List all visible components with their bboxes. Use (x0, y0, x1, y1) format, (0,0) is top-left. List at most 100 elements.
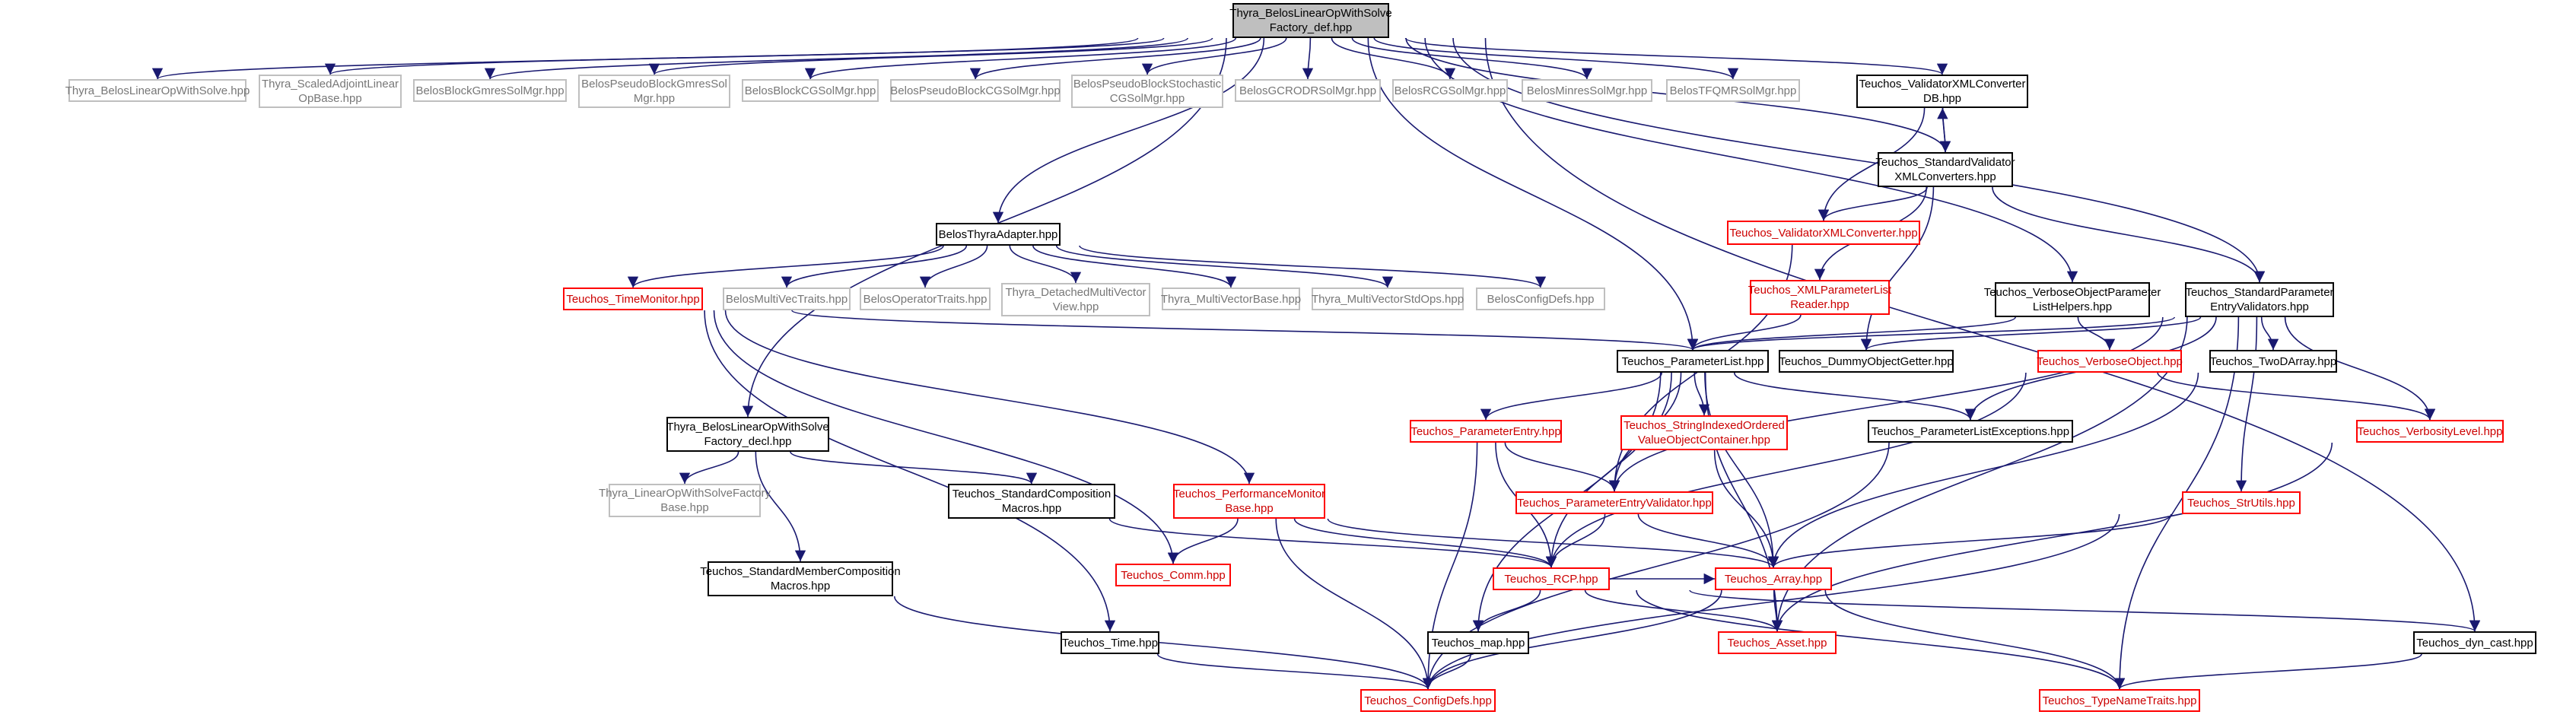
dependency-edge (1860, 186, 1935, 351)
graph-node[interactable]: Teuchos_TimeMonitor.hpp (563, 288, 703, 310)
graph-node[interactable]: BelosGCRODRSolMgr.hpp (1235, 79, 1381, 102)
graph-node[interactable]: Teuchos_PerformanceMonitor Base.hpp (1173, 484, 1325, 519)
graph-node[interactable]: Thyra_LinearOpWithSolveFactory Base.hpp (599, 484, 771, 517)
dependency-edge (1056, 245, 1393, 288)
graph-node[interactable]: BelosOperatorTraits.hpp (860, 288, 991, 310)
dependency-edge (1484, 37, 2481, 632)
dependency-edge (1327, 518, 1779, 568)
dependency-edge (1293, 518, 1557, 568)
dependency-edge (1713, 450, 1779, 568)
graph-node[interactable]: BelosMinresSolMgr.hpp (1522, 79, 1652, 102)
dependency-edge (325, 37, 1165, 75)
dependency-edge (2114, 653, 2422, 690)
dependency-edge (704, 310, 1116, 632)
dependency-edge (1141, 37, 1287, 75)
graph-node[interactable]: Teuchos_ValidatorXMLConverter.hpp (1727, 221, 1920, 245)
dependency-edge (970, 37, 1261, 80)
graph-node[interactable]: Teuchos_StandardValidator XMLConverters.… (1875, 152, 2015, 187)
graph-node[interactable]: BelosPseudoBlockCGSolMgr.hpp (890, 79, 1061, 102)
graph-node[interactable]: Teuchos_ParameterListExceptions.hpp (1868, 420, 2073, 443)
graph-node[interactable]: BelosTFQMRSolMgr.hpp (1666, 79, 1800, 102)
dependency-edge (724, 310, 1255, 484)
graph-node[interactable]: Teuchos_RCP.hpp (1493, 567, 1610, 590)
dependency-edge (1302, 37, 1314, 80)
graph-node[interactable]: Teuchos_VerboseObjectParameter ListHelpe… (1984, 282, 2161, 317)
dependency-edge (1545, 513, 1606, 568)
graph-node[interactable]: Thyra_MultiVectorStdOps.hpp (1312, 288, 1464, 310)
dependency-edge (679, 451, 739, 484)
dependency-edge (1156, 653, 1433, 690)
dependency-edge (2157, 372, 2436, 421)
graph-node[interactable]: BelosPseudoBlockStochastic CGSolMgr.hpp (1071, 75, 1223, 108)
dependency-edge (1422, 513, 2120, 690)
graph-node[interactable]: Thyra_BelosLinearOpWithSolve Factory_def… (1229, 3, 1392, 38)
dependency-edge (1367, 37, 1699, 351)
dependency-edge (992, 37, 1265, 224)
graph-node[interactable]: Teuchos_VerboseObject.hpp (2037, 350, 2183, 373)
dependency-edge (1373, 37, 1738, 80)
graph-node[interactable]: Teuchos_ParameterList.hpp (1617, 350, 1769, 373)
dependency-edge (755, 451, 806, 562)
dependency-edge (2113, 316, 2240, 690)
graph-node[interactable]: Thyra_BelosLinearOpWithSolve.hpp (65, 79, 250, 102)
graph-node[interactable]: Teuchos_Array.hpp (1715, 567, 1832, 590)
dependency-edge (649, 37, 1213, 75)
dependency-edge (781, 245, 968, 288)
graph-node[interactable]: Teuchos_StandardParameter EntryValidator… (2185, 282, 2334, 317)
dependency-edge (791, 310, 1698, 351)
graph-node[interactable]: Teuchos_ParameterEntry.hpp (1410, 420, 1562, 443)
graph-node[interactable]: Thyra_MultiVectorBase.hpp (1161, 288, 1301, 310)
graph-node[interactable]: Teuchos_StrUtils.hpp (2182, 491, 2301, 514)
graph-node[interactable]: Thyra_DetachedMultiVector View.hpp (1001, 283, 1150, 316)
dependency-edge (1689, 589, 2480, 632)
dependency-edge (1687, 316, 2176, 351)
dependency-edge (1767, 372, 2199, 568)
dependency-edge (805, 37, 1237, 80)
dependency-edge (1693, 372, 1710, 416)
dependency-edge (1768, 513, 2172, 568)
graph-node[interactable]: Teuchos_TypeNameTraits.hpp (2039, 689, 2200, 712)
graph-node[interactable]: Teuchos_Comm.hpp (1115, 564, 1231, 586)
graph-node[interactable]: Teuchos_StringIndexedOrdered ValueObject… (1620, 415, 1788, 450)
graph-node[interactable]: Teuchos_ConfigDefs.hpp (1360, 689, 1496, 712)
dependency-edge (1545, 372, 2027, 568)
dependency-edge (1771, 589, 1783, 632)
dependency-edge (1404, 37, 1948, 75)
graph-node[interactable]: Teuchos_VerbosityLevel.hpp (2356, 420, 2504, 443)
graph-node[interactable]: Teuchos_DummyObjectGetter.hpp (1779, 350, 1954, 373)
dependency-edge (1937, 107, 1948, 153)
dependency-edge (1733, 372, 1977, 421)
dependency-edge (1480, 372, 1662, 421)
graph-node[interactable]: Teuchos_Asset.hpp (1718, 631, 1837, 654)
graph-node[interactable]: BelosConfigDefs.hpp (1476, 288, 1605, 310)
graph-node[interactable]: Teuchos_ParameterEntryValidator.hpp (1515, 491, 1713, 514)
graph-node[interactable]: Teuchos_ValidatorXMLConverter DB.hpp (1856, 75, 2028, 108)
graph-node[interactable]: Teuchos_map.hpp (1427, 631, 1529, 654)
dependency-edge (1032, 245, 1237, 288)
graph-node[interactable]: Teuchos_StandardMemberComposition Macros… (700, 561, 901, 596)
dependency-edge (919, 245, 988, 288)
graph-node[interactable]: BelosMultiVecTraits.hpp (723, 288, 851, 310)
dependency-edge (1818, 186, 1928, 221)
graph-node[interactable]: BelosThyraAdapter.hpp (936, 223, 1061, 246)
graph-node[interactable]: Teuchos_XMLParameterList Reader.hpp (1748, 280, 1891, 315)
graph-node[interactable]: Teuchos_TwoDArray.hpp (2209, 350, 2337, 373)
graph-node[interactable]: Thyra_ScaledAdjointLinear OpBase.hpp (259, 75, 402, 108)
dependency-edge (628, 245, 944, 288)
dependency-edge (1636, 589, 2126, 690)
graph-node[interactable]: BelosPseudoBlockGmresSol Mgr.hpp (578, 75, 730, 108)
graph-node[interactable]: Thyra_BelosLinearOpWithSolve Factory_dec… (666, 417, 829, 452)
dependency-edge (713, 310, 1179, 564)
graph-node[interactable]: Teuchos_StandardComposition Macros.hpp (948, 484, 1115, 519)
dependency-edge (1824, 589, 2126, 690)
dependency-edge (1818, 107, 1926, 221)
graph-node[interactable]: BelosBlockCGSolMgr.hpp (742, 79, 879, 102)
graph-node[interactable]: Teuchos_dyn_cast.hpp (2413, 631, 2536, 654)
dependency-edge (1687, 316, 2016, 351)
dependency-edge (1637, 513, 1779, 568)
dependency-edge (1108, 518, 1557, 568)
dependency-edge (2235, 316, 2258, 492)
graph-node[interactable]: BelosBlockGmresSolMgr.hpp (413, 79, 567, 102)
graph-node[interactable]: Teuchos_Time.hpp (1061, 631, 1159, 654)
graph-node[interactable]: BelosRCGSolMgr.hpp (1392, 79, 1508, 102)
